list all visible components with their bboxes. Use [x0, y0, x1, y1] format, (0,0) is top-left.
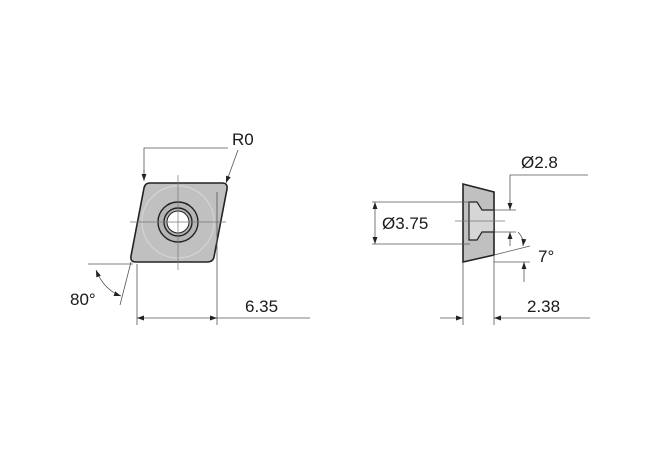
inscribed-circle-label: 6.35 [245, 297, 278, 316]
corner-radius-label: R0 [232, 130, 254, 149]
small-diameter-label: Ø2.8 [521, 153, 558, 172]
clearance-angle-label: 7° [538, 247, 554, 266]
front-view: R0 80° 6.35 [70, 130, 310, 325]
angle-label: 80° [70, 290, 96, 309]
thickness-label: 2.38 [527, 297, 560, 316]
large-diameter-label: Ø3.75 [382, 214, 428, 233]
side-view: Ø3.75 Ø2.8 7° 2.38 [372, 153, 590, 325]
